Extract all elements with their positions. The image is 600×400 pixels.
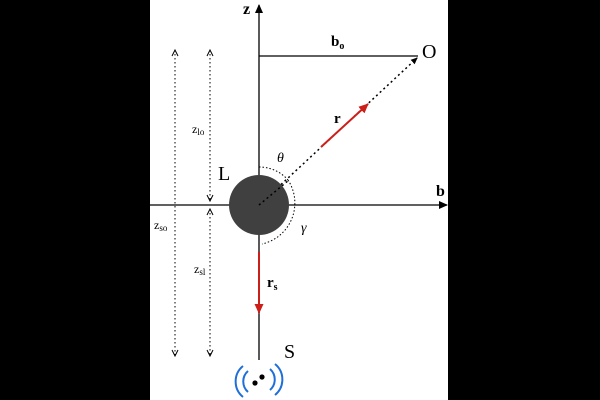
theta-label: θ: [277, 151, 284, 166]
r-s-label: rs: [267, 275, 278, 293]
gamma-label: γ: [301, 221, 307, 236]
diagram-panel: [150, 0, 448, 400]
source-label: S: [284, 341, 295, 363]
z-lo-label: zlo: [192, 122, 205, 137]
lens-observer-dotted-line: [258, 57, 418, 206]
r-vector: [320, 103, 369, 148]
r-vector-label: r: [334, 111, 341, 127]
lens-label: L: [218, 163, 230, 185]
z-so-label: zso: [154, 218, 168, 233]
b-o-label: bo: [331, 34, 344, 52]
gamma-arc: [261, 179, 296, 245]
lens-center-dotted-line: [258, 179, 290, 206]
b-axis-label: b: [436, 183, 445, 200]
gravitational-wave-source-icon: [234, 363, 284, 398]
z-sl-label: zsl: [194, 262, 206, 277]
observer-label: O: [422, 41, 436, 63]
z-axis-label: z: [243, 1, 250, 18]
